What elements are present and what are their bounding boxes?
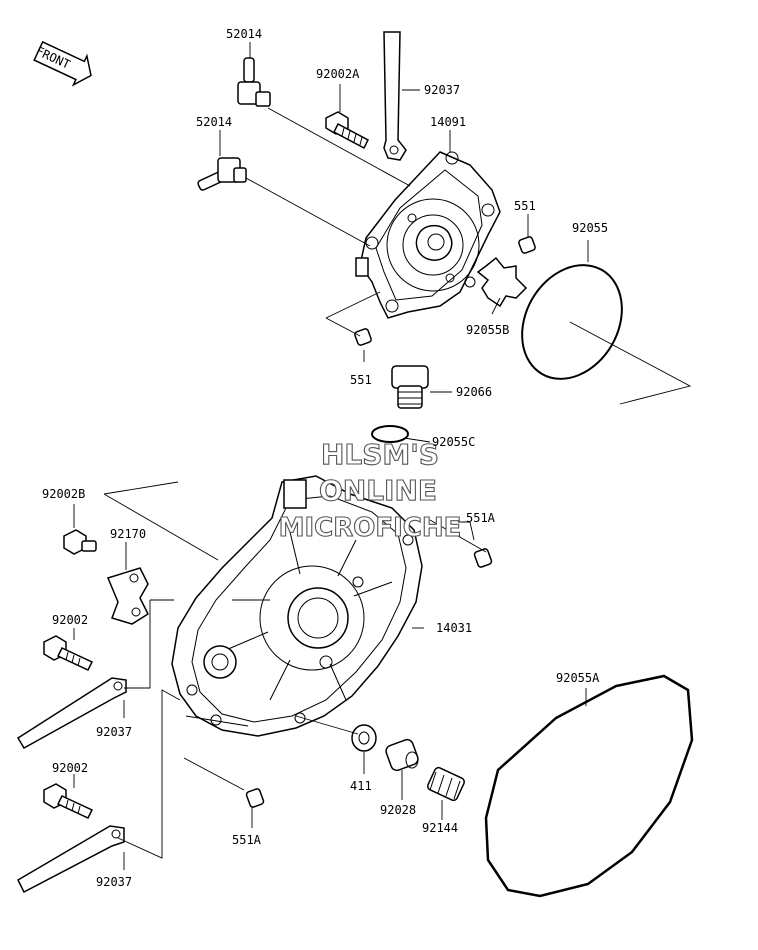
- watermark-line-3: MICROFICHE: [279, 513, 462, 543]
- o-ring-92055C: [371, 425, 409, 443]
- label-14031: 14031: [436, 621, 472, 635]
- label-92037-mid: 92037: [96, 725, 132, 739]
- label-551A-right: 551A: [466, 511, 496, 525]
- gasket-92055B: [476, 256, 528, 308]
- label-92055C: 92055C: [432, 435, 475, 449]
- label-92002B: 92002B: [42, 487, 85, 501]
- watermark-line-2: ONLINE: [319, 474, 437, 507]
- dowel-551A-bottom: [245, 788, 265, 808]
- gasket-92055A: [484, 674, 694, 898]
- label-92037-bottom: 92037: [96, 875, 132, 889]
- bolt-92002A: [325, 111, 369, 150]
- strap-92037-top: [383, 31, 407, 161]
- label-92055A: 92055A: [556, 671, 600, 685]
- label-92144: 92144: [422, 821, 458, 835]
- label-92055B: 92055B: [466, 323, 509, 337]
- watermark: HLSM'S ONLINE MICROFICHE: [278, 437, 462, 543]
- bolt-92002-b: [43, 783, 94, 819]
- part-labels: 52014 52014 92002A 92037 14091 551 92055…: [42, 27, 608, 889]
- label-92066: 92066: [456, 385, 492, 399]
- label-92037-top: 92037: [424, 83, 460, 97]
- label-52014-top: 52014: [226, 27, 262, 41]
- strap-92037-bottom: [17, 825, 125, 894]
- label-92002A: 92002A: [316, 67, 360, 81]
- bolt-92002B: [63, 529, 97, 555]
- label-411: 411: [350, 779, 372, 793]
- nipple-fitting-52014-top: [237, 57, 271, 107]
- bushing-92028: [385, 738, 419, 772]
- nipple-fitting-52014-mid: [197, 157, 247, 191]
- bracket-92170: [106, 567, 149, 625]
- strap-92037-mid: [16, 677, 127, 750]
- dowel-551-left: [354, 328, 372, 346]
- label-52014-mid: 52014: [196, 115, 232, 129]
- label-14091: 14091: [430, 115, 466, 129]
- label-551-right: 551: [514, 199, 536, 213]
- label-92028: 92028: [380, 803, 416, 817]
- label-92002-b: 92002: [52, 761, 88, 775]
- label-92002-a: 92002: [52, 613, 88, 627]
- pump-cover-14091: [355, 151, 501, 319]
- watermark-line-1: HLSM'S: [321, 438, 439, 471]
- o-ring-92055: [521, 264, 623, 380]
- bolt-92002-a: [43, 635, 94, 671]
- label-551-left: 551: [350, 373, 372, 387]
- dowel-551-right: [518, 236, 536, 254]
- label-92170: 92170: [110, 527, 146, 541]
- label-551A-bottom: 551A: [232, 833, 262, 847]
- spring-92144: [426, 766, 466, 802]
- label-92055: 92055: [572, 221, 608, 235]
- cover-14031: [171, 475, 423, 737]
- front-arrow-icon: FRONT: [33, 40, 92, 87]
- plug-92066: [391, 365, 429, 409]
- leader-lines: [73, 42, 692, 870]
- washer-411: [351, 724, 377, 752]
- dowel-551A-right: [473, 548, 493, 568]
